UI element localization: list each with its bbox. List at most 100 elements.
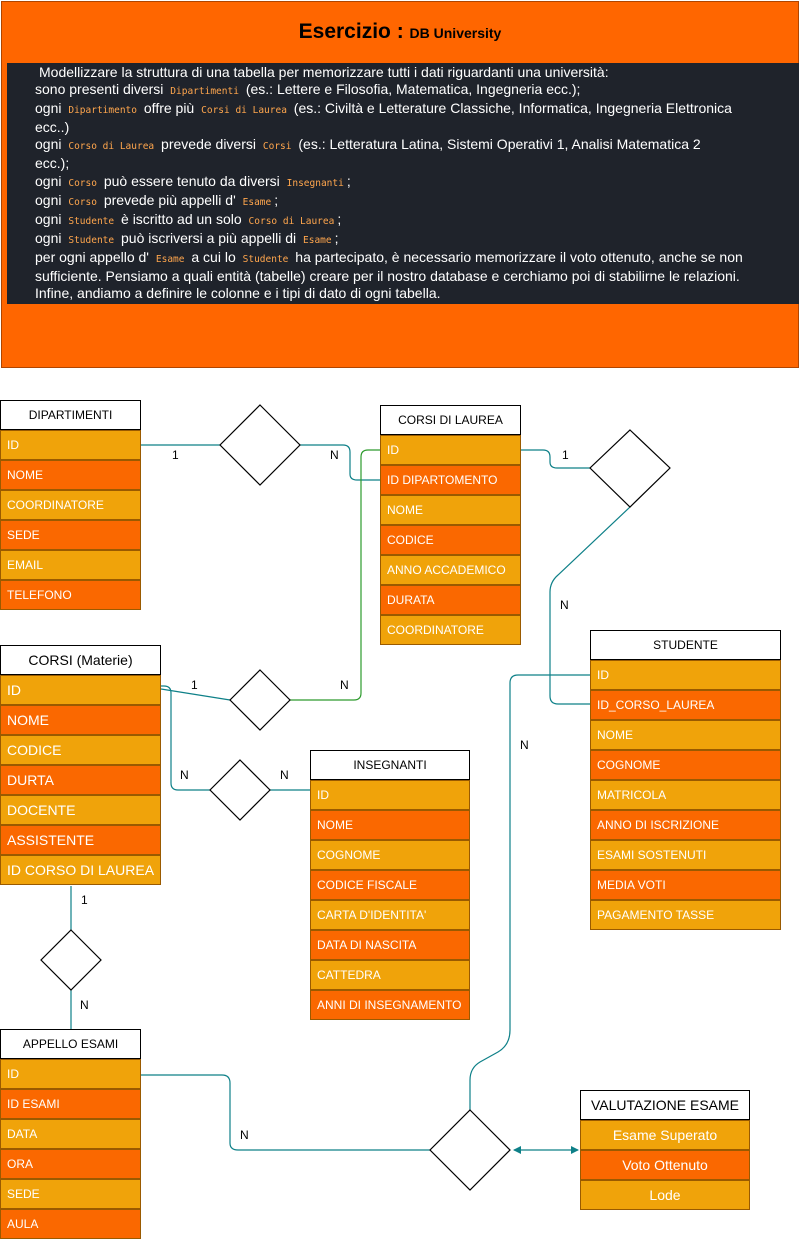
description-line: sufficiente. Pensiamo a quali entità (ta… <box>35 268 799 285</box>
cardinality-label: N <box>520 738 529 752</box>
entity-keyword: Studente <box>242 253 289 265</box>
entity-keyword: Dipartimenti <box>170 86 239 98</box>
cardinality-label: N <box>80 998 89 1012</box>
description-text: ogni <box>35 229 66 246</box>
entity-keyword: Esame <box>155 253 185 265</box>
description-line: ogni Corso prevede più appelli d' Esame; <box>35 192 799 211</box>
entity-field: ID <box>0 1059 141 1089</box>
entity-keyword: Studente <box>68 215 115 227</box>
entity-field: DATA DI NASCITA <box>310 930 470 960</box>
entity-field: MEDIA VOTI <box>590 870 781 900</box>
line-stud-relval <box>469 674 590 1110</box>
relation-diamond-corsi-ins <box>209 759 271 821</box>
entity-title: APPELLO ESAMI <box>0 1029 141 1059</box>
description-line: ogni Corso può essere tenuto da diversi … <box>35 173 799 192</box>
relation-diamond-corsi-cdl <box>229 669 291 731</box>
entity-title: STUDENTE <box>590 630 781 660</box>
entity-field: Lode <box>580 1180 750 1210</box>
entity-field: SEDE <box>0 520 141 550</box>
cardinality-label: N <box>180 768 189 782</box>
entity-field: SEDE <box>0 1179 141 1209</box>
cardinality-label: N <box>240 1128 249 1142</box>
entity-field: MATRICOLA <box>590 780 781 810</box>
description-text: ecc.); <box>35 155 70 172</box>
description-line: Infine, andiamo a definire le colonne e … <box>35 285 799 302</box>
description-line: sono presenti diversi Dipartimenti (es.:… <box>35 81 799 100</box>
entity-field: CODICE FISCALE <box>310 870 470 900</box>
line-corsi-rel-ins <box>161 685 210 791</box>
description-text: Infine, andiamo a definire le colonne e … <box>35 285 441 302</box>
entity-field: ID <box>590 660 781 690</box>
description-line: ogni Studente può iscriversi a più appel… <box>35 230 799 249</box>
entity-title: DIPARTIMENTI <box>0 400 141 430</box>
entity-field: NOME <box>0 460 141 490</box>
description-line: Modellizzare la struttura di una tabella… <box>35 64 799 81</box>
entity-keyword: Corsi di Laurea <box>201 105 287 117</box>
entity-field: ANNO DI ISCRIZIONE <box>590 810 781 840</box>
entity-field: ID DIPARTOMENTO <box>380 465 521 495</box>
entity-title: INSEGNANTI <box>310 750 470 780</box>
cardinality-label: N <box>330 448 339 462</box>
entity-title: VALUTAZIONE ESAME <box>580 1090 750 1120</box>
entity-field: CATTEDRA <box>310 960 470 990</box>
entity-field: NOME <box>310 810 470 840</box>
description-text: prevede più appelli d' <box>99 191 240 208</box>
line-rel-cdl-green <box>290 449 380 701</box>
line-rel-cdl <box>300 444 380 481</box>
entity-field: ID <box>0 675 161 705</box>
entity-field: CODICE <box>0 735 161 765</box>
entity-field: ID <box>0 430 141 460</box>
entity-field: PAGAMENTO TASSE <box>590 900 781 930</box>
description-text: sono presenti diversi <box>35 81 168 98</box>
cardinality-label: N <box>280 768 289 782</box>
entity-field: ID <box>310 780 470 810</box>
entity-title: CORSI DI LAUREA <box>380 405 521 435</box>
entity-keyword: Insegnanti <box>286 177 344 189</box>
entity-keyword: Esame <box>303 234 332 246</box>
cardinality-label: 1 <box>562 448 569 462</box>
entity-field: Voto Ottenuto <box>580 1150 750 1180</box>
description-text: ha partecipato, è necessario memorizzare… <box>291 248 743 265</box>
description-text: ; <box>346 172 351 189</box>
line-app-relval <box>141 1074 430 1151</box>
entity-field: COORDINATORE <box>0 490 141 520</box>
relation-diamond-corsi-app <box>40 929 102 991</box>
entity-field: DURATA <box>380 585 521 615</box>
description-text: per ogni appello d' <box>35 248 153 265</box>
entity-field: Esame Superato <box>580 1120 750 1150</box>
cardinality-label: 1 <box>81 893 88 907</box>
description-box: Modellizzare la struttura di una tabella… <box>7 63 799 304</box>
line-cdl-rel2 <box>521 449 590 469</box>
entity-keyword: Dipartimento <box>68 105 137 117</box>
entity-field: NOME <box>590 720 781 750</box>
description-line: ogni Corso di Laurea prevede diversi Cor… <box>35 136 799 155</box>
cardinality-label: 1 <box>172 448 179 462</box>
header-panel: Esercizio : DB University Modellizzare l… <box>1 1 799 368</box>
entity-field: ORA <box>0 1149 141 1179</box>
entity-field: ID <box>380 435 521 465</box>
description-text: può essere tenuto da diversi <box>99 172 284 189</box>
entity-field: ID_CORSO_LAUREA <box>590 690 781 720</box>
relation-diamond-cdl-stud <box>589 429 671 508</box>
description-text: ogni <box>35 172 66 189</box>
description-text: (es.: Letteratura Latina, Sistemi Operat… <box>294 136 701 153</box>
entity-field: ANNI DI INSEGNAMENTO <box>310 990 470 1020</box>
entity-keyword: Corso di Laurea <box>248 215 335 227</box>
description-text: ; <box>334 229 339 246</box>
description-line: per ogni appello d' Esame a cui lo Stude… <box>35 249 799 268</box>
description-line: ecc.); <box>35 155 799 172</box>
description-text: può iscriversi a più appelli di <box>117 229 300 246</box>
entity-keyword: Studente <box>68 234 115 246</box>
cardinality-label: N <box>560 598 569 612</box>
entity-keyword: Corso <box>68 177 97 189</box>
relation-diamond-valutazione <box>429 1109 511 1191</box>
header-title: Esercizio : DB University <box>2 20 798 44</box>
entity-field: COGNOME <box>590 750 781 780</box>
entity-field: CODICE <box>380 525 521 555</box>
entity-title: CORSI (Materie) <box>0 645 161 675</box>
